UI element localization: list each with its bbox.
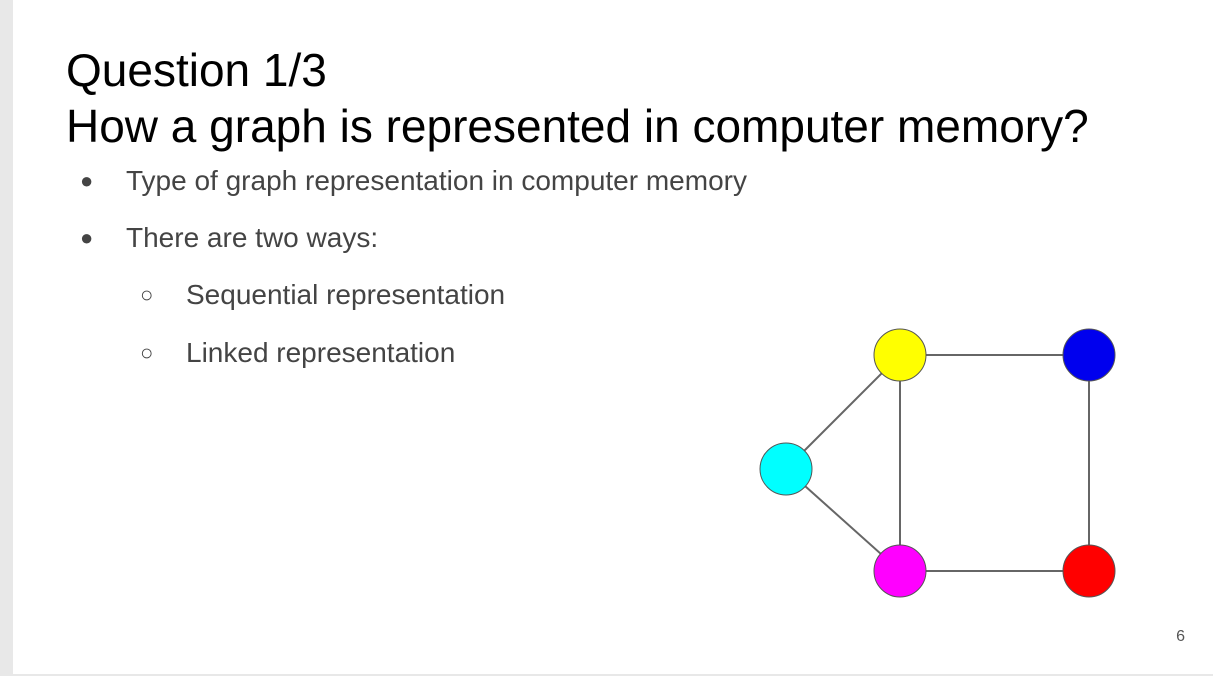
bullet-text: There are two ways: [126, 222, 379, 253]
sub-bullet-marker: ○ [140, 340, 154, 365]
bullet-marker: ● [80, 168, 94, 193]
graph-node-cyan [759, 442, 813, 496]
title-line-1: Question 1/3 [66, 44, 327, 96]
page-number: 6 [1176, 628, 1185, 645]
slide-title: Question 1/3 How a graph is represented … [66, 42, 1089, 154]
graph-node-yellow [873, 328, 927, 382]
sub-bullet-text: Sequential representation [186, 279, 506, 310]
bullet-text: Type of graph representation in computer… [126, 165, 747, 196]
title-line-2: How a graph is represented in computer m… [66, 100, 1089, 152]
sub-bullet-item: ○ Linked representation [140, 333, 456, 373]
bullet-marker: ● [80, 225, 94, 250]
bullet-item: ● Type of graph representation in comput… [80, 161, 747, 201]
graph-edge-yellow-cyan [785, 354, 901, 470]
graph-node-red [1062, 544, 1116, 598]
graph-diagram [759, 328, 1116, 598]
sub-bullet-text: Linked representation [186, 337, 456, 368]
sub-bullet-item: ○ Sequential representation [140, 275, 506, 315]
bullet-item: ● There are two ways: [80, 218, 379, 258]
graph-node-magenta [873, 544, 927, 598]
graph-node-blue [1062, 328, 1116, 382]
sub-bullet-marker: ○ [140, 282, 154, 307]
slide: Question 1/3 How a graph is represented … [13, 0, 1213, 674]
